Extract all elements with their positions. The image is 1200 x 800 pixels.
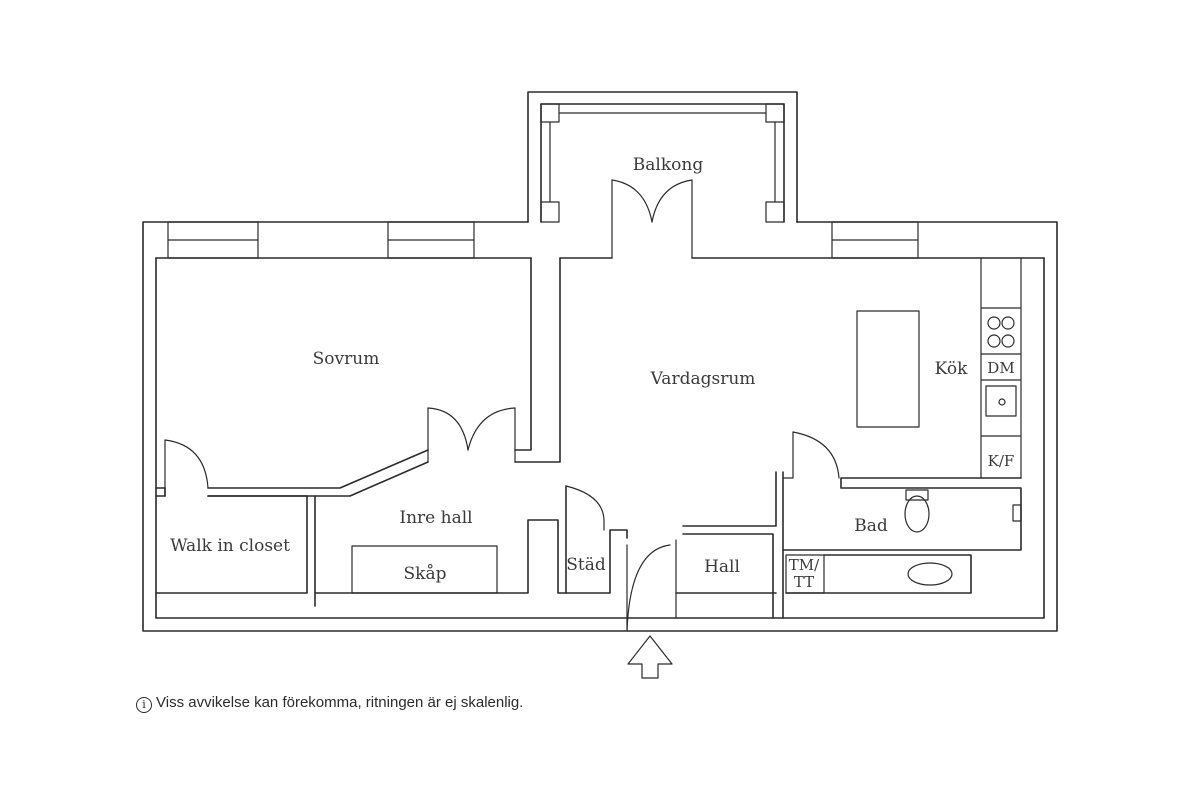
label-dm: DM — [987, 359, 1014, 377]
label-vardagsrum: Vardagsrum — [650, 369, 756, 389]
outer-walls — [142, 221, 1058, 632]
entrance-arrow-icon — [627, 635, 673, 679]
balcony-structure — [527, 91, 798, 259]
disclaimer-text: Viss avvikelse kan förekomma, ritningen … — [156, 694, 524, 711]
label-hall: Hall — [704, 557, 740, 577]
label-kf: K/F — [988, 452, 1015, 470]
info-icon: i — [136, 697, 152, 713]
label-tm: TM/ — [789, 556, 820, 574]
label-walk-in-closet: Walk in closet — [170, 536, 290, 556]
label-balkong: Balkong — [633, 155, 704, 175]
label-sovrum: Sovrum — [313, 349, 380, 369]
label-stad: Städ — [566, 555, 606, 575]
label-inre-hall: Inre hall — [399, 508, 472, 528]
label-bad: Bad — [854, 516, 888, 536]
label-skap: Skåp — [404, 564, 447, 584]
interior-walls — [155, 257, 1022, 632]
label-tt: TT — [794, 573, 814, 591]
label-kok: Kök — [935, 359, 968, 379]
